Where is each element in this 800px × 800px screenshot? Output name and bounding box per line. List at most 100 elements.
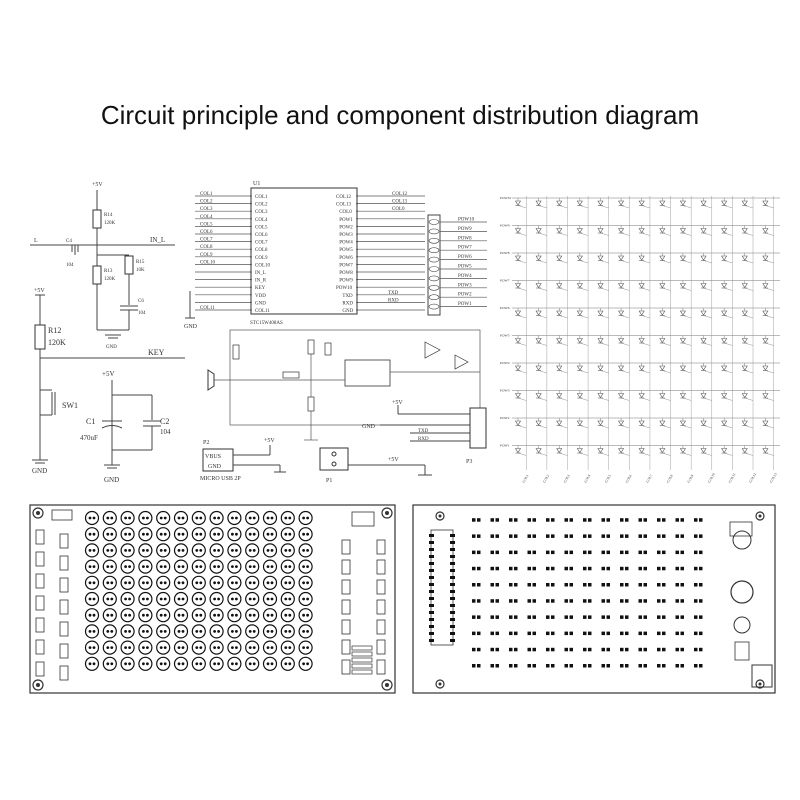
matrix-led: [762, 418, 774, 429]
mcu-left-pin-label: COL3: [255, 210, 268, 215]
mcu-right-pin-label: POW2: [339, 225, 353, 230]
matrix-led: [638, 445, 650, 456]
matrix-led: [638, 280, 650, 291]
mcu-uart-net-label: TXD: [388, 291, 399, 296]
c6-ref: C6: [138, 299, 144, 304]
matrix-led: [597, 390, 609, 401]
matrix-led: [679, 308, 692, 319]
matrix-led: [700, 308, 712, 319]
matrix-col-label: COL8: [666, 474, 674, 484]
capacitor-footprint: [730, 580, 754, 604]
pow-bus-label: POW6: [458, 255, 472, 260]
c4-value: 104: [66, 263, 74, 268]
mcu-right-pin-label: POW5: [339, 248, 353, 253]
r15-ref: R15: [136, 260, 145, 265]
matrix-led: [741, 335, 754, 346]
pcb-pad: [657, 550, 661, 555]
mcu-ref: U1: [253, 181, 260, 187]
pcb-pad: [657, 534, 661, 538]
pcb-led-footprint: [298, 591, 313, 607]
matrix-led: [762, 335, 774, 346]
matrix-led: [597, 445, 609, 456]
matrix-led: [638, 363, 650, 374]
pcb-led-footprint: [173, 559, 189, 574]
pcb-pad: [638, 631, 642, 636]
pcb-led-footprint: [245, 559, 260, 574]
matrix-led: [721, 253, 733, 264]
matrix-led: [700, 390, 712, 401]
mcu-left-pin-label: COL9: [255, 256, 268, 261]
pcb-led-footprint: [209, 575, 224, 590]
pcb-pad: [601, 534, 605, 538]
matrix-row-label: POW1: [500, 444, 510, 448]
pcb-led-footprint: [84, 527, 100, 542]
pcb-led-footprint: [120, 559, 135, 574]
pcb-pad: [694, 583, 698, 587]
pcb-pad: [675, 518, 679, 522]
page-title: Circuit principle and component distribu…: [100, 100, 700, 130]
pcb-pad: [675, 615, 679, 619]
pcb-pad: [620, 599, 624, 603]
matrix-led: [576, 280, 589, 291]
resistor-r15: [124, 255, 134, 275]
matrix-led: [679, 335, 692, 346]
pcb-led-footprint: [138, 543, 153, 558]
pcb-pad: [527, 550, 531, 555]
matrix-led: [556, 280, 568, 291]
matrix-row-label: POW6: [500, 306, 510, 310]
matrix-led: [762, 225, 774, 236]
mcu-left-net-label: COL10: [200, 260, 216, 265]
pcb-pad: [601, 518, 605, 522]
matrix-led: [659, 335, 671, 346]
matrix-led: [741, 308, 754, 319]
pcb-pad: [601, 550, 605, 555]
matrix-led: [721, 390, 733, 401]
pcb-pad: [564, 583, 568, 587]
mounting-hole: [381, 679, 393, 691]
pcb-pad: [509, 599, 513, 603]
mcu-right-pin-label: TXD: [342, 294, 353, 299]
matrix-row-label: POW3: [500, 389, 510, 393]
matrix-led: [659, 308, 671, 319]
matrix-led: [514, 198, 527, 209]
pcb-led-footprint: [156, 656, 171, 671]
mcu-right-net-label: COL0: [392, 207, 405, 212]
mcu-left-net-label: COL7: [200, 238, 213, 243]
pcb-led-footprint: [262, 624, 278, 639]
pcb-pad: [601, 664, 605, 668]
mcu-right-pin-label: COL13: [336, 203, 352, 208]
input-gnd-label: GND: [106, 345, 117, 350]
key-vcc-label: +5V: [34, 288, 45, 294]
matrix-led: [741, 390, 754, 401]
mounting-hole: [381, 507, 393, 519]
power-gnd-label: GND: [104, 476, 119, 484]
pcb-led-footprint: [298, 575, 313, 590]
pcb-pad: [472, 664, 476, 668]
pcb-pad: [675, 583, 679, 587]
mcu-right-pin-label: POW10: [336, 286, 353, 291]
pcb-pad: [620, 534, 624, 538]
matrix-led: [556, 225, 568, 236]
pcb-led-footprint: [262, 510, 278, 526]
pcb-led-footprint: [173, 543, 189, 558]
matrix-led: [597, 280, 609, 291]
matrix-led: [638, 308, 650, 319]
pcb-led-footprint: [280, 656, 295, 671]
pcb-led-footprint: [280, 640, 295, 655]
mcu-uart-net-label: RXD: [388, 298, 399, 303]
usb-footprint: [751, 664, 773, 688]
pow-bus-label: POW3: [458, 283, 472, 288]
pcb-led-footprint: [191, 656, 206, 671]
pcb-pad: [638, 534, 642, 538]
matrix-led: [659, 225, 671, 236]
pcb-pad: [546, 550, 550, 555]
pcb-led-footprint: [84, 591, 100, 607]
p3-rxd: RXD: [418, 437, 429, 442]
pcb-led-footprint: [245, 543, 260, 558]
matrix-led: [659, 198, 671, 209]
matrix-col-label: COL10: [707, 472, 716, 483]
pcb-led-footprint: [209, 656, 224, 671]
pcb-pad: [546, 534, 550, 538]
matrix-led: [659, 418, 671, 429]
